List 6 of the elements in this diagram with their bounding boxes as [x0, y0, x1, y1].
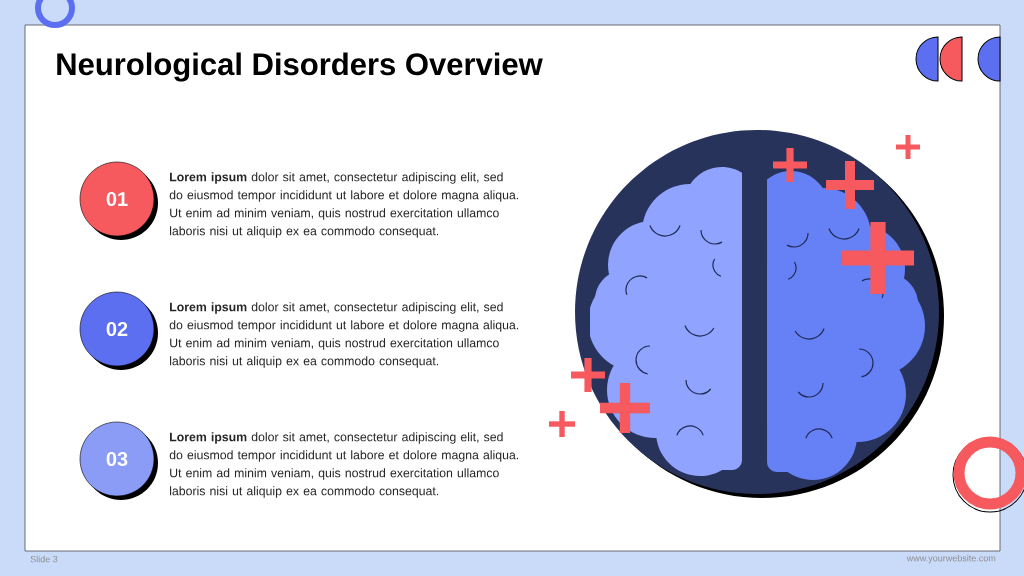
paragraph: Lorem ipsum dolor sit amet, consectetur adipiscing elit, sed do eiusmod tempor incididunt ut labore et dolore magna aliqua. Ut enim ad minim veniam, quis nostrud exercitation ullamco laboris nisi ut aliquip ex ea commodo consequat. [169, 172, 519, 238]
paragraph: Lorem ipsum dolor sit amet, consectetur adipiscing elit, sed do eiusmod tempor incididunt ut labore et dolore magna aliqua. Ut enim ad minim veniam, quis nostrud exercitation ullamco laboris nisi ut aliquip ex ea commodo consequat. [169, 432, 519, 498]
title: Neurological Disorders Overview [57, 52, 543, 82]
footer-text: Slide 3 [30, 555, 58, 563]
paragraph: Lorem ipsum dolor sit amet, consectetur adipiscing elit, sed do eiusmod tempor incididunt ut labore et dolore magna aliqua. Ut enim ad minim veniam, quis nostrud exercitation ullamco laboris nisi ut aliquip ex ea commodo consequat. [169, 302, 519, 368]
footer-text: www.yourwebsite.com [906, 554, 996, 564]
